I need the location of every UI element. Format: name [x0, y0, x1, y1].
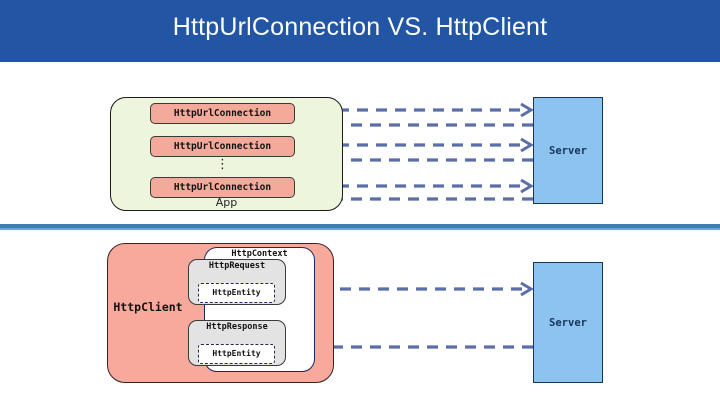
httpurlconnection-box-3: HttpUrlConnection — [150, 177, 295, 198]
httpentity-box-response: HttpEntity — [198, 344, 275, 364]
httprequest-label: HttpRequest — [208, 261, 266, 271]
httpentity-box-request: HttpEntity — [198, 283, 275, 303]
section-divider-accent — [0, 228, 720, 230]
title-banner — [0, 0, 720, 62]
httpurlconnection-box-1: HttpUrlConnection — [150, 103, 295, 124]
server-box-bottom: Server — [533, 262, 603, 383]
httpclient-label: HttpClient — [113, 300, 183, 314]
httpresponse-label: HttpResponse — [206, 322, 268, 332]
ellipsis-indicator: ⋮ — [216, 157, 229, 172]
section-divider — [0, 224, 720, 228]
page-title: HttpUrlConnection VS. HttpClient — [172, 13, 548, 41]
httpcontext-label: HttpContext — [231, 249, 288, 259]
app-label: App — [215, 196, 238, 209]
server-box-top: Server — [533, 97, 603, 204]
httpurlconnection-box-2: HttpUrlConnection — [150, 136, 295, 157]
